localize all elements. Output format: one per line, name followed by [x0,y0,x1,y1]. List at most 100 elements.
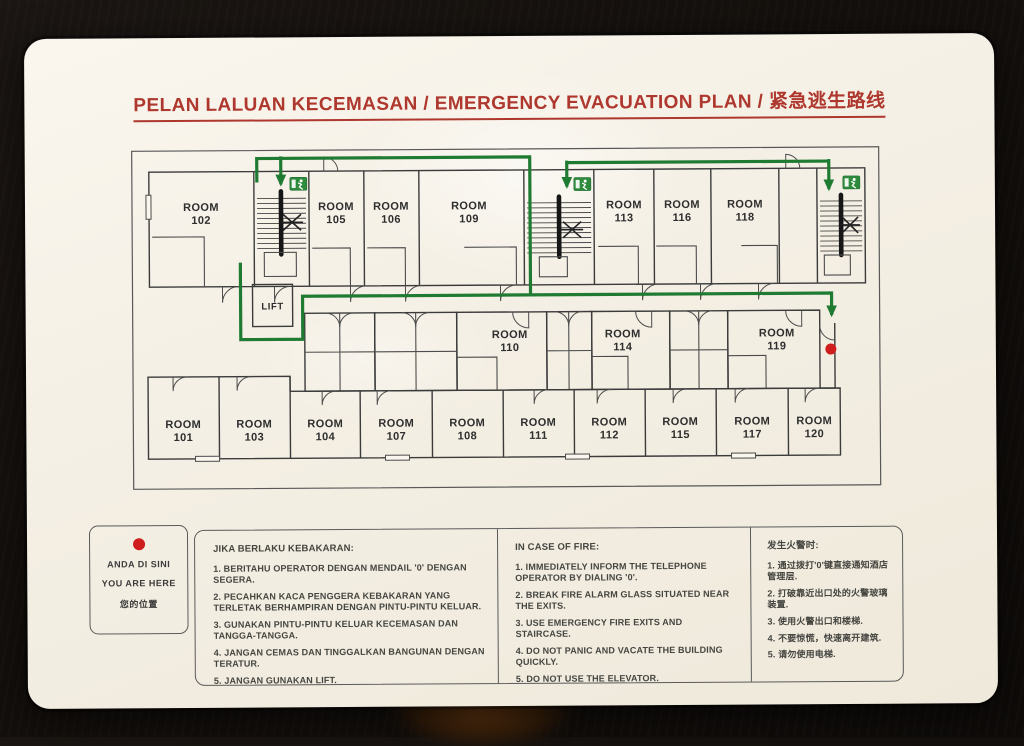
svg-text:ROOM: ROOM [492,329,528,341]
svg-text:ROOM: ROOM [520,417,556,429]
svg-text:107: 107 [387,431,407,443]
svg-text:114: 114 [613,341,633,353]
instruction-item: 3. USE EMERGENCY FIRE EXITS AND STAIRCAS… [516,616,738,640]
you-are-here-english: YOU ARE HERE [92,578,185,589]
instruction-item: 5. 请勿使用电梯. [768,649,892,661]
stairwell-2 [527,178,592,277]
svg-text:106: 106 [381,214,401,226]
svg-text:110: 110 [500,342,519,354]
evacuation-plan-sign: PELAN LALUAN KECEMASAN / EMERGENCY EVACU… [24,33,998,709]
svg-text:ROOM: ROOM [664,199,700,211]
svg-text:120: 120 [805,428,825,440]
instruction-item: 3. GUNAKAN PINTU-PINTU KELUAR KECEMASAN … [214,618,486,642]
instruction-item: 1. 通过拨打'0'键直接通知酒店管理层. [767,560,891,583]
svg-text:111: 111 [529,430,547,442]
svg-text:ROOM: ROOM [451,200,487,212]
instructions-chinese: 发生火警时: 1. 通过拨打'0'键直接通知酒店管理层. 2. 打破靠近出口处的… [767,540,892,667]
plan-title: PELAN LALUAN KECEMASAN / EMERGENCY EVACU… [24,85,994,123]
svg-text:ROOM: ROOM [759,327,795,339]
you-are-here-legend-dot [133,538,145,550]
you-are-here-chinese: 您的位置 [92,597,185,611]
instructions-malay: JIKA BERLAKU KEBAKARAN: 1. BERITAHU OPER… [213,542,486,692]
svg-text:ROOM: ROOM [236,418,272,430]
svg-text:ROOM: ROOM [183,202,219,214]
instructions-english-heading: IN CASE OF FIRE: [515,541,737,554]
middle-room-band [305,310,835,391]
instructions-panel: JIKA BERLAKU KEBAKARAN: 1. BERITAHU OPER… [194,526,904,686]
svg-text:ROOM: ROOM [796,415,832,427]
svg-text:ROOM: ROOM [727,198,763,210]
svg-text:ROOM: ROOM [378,418,414,430]
svg-text:119: 119 [767,340,786,352]
svg-text:104: 104 [316,431,336,443]
svg-text:117: 117 [743,428,762,440]
svg-text:112: 112 [600,429,619,441]
instructions-chinese-heading: 发生火警时: [767,540,891,553]
instruction-item: 5. DO NOT USE THE ELEVATOR. [516,672,738,685]
room-103: ROOM 103 [236,418,272,443]
svg-text:ROOM: ROOM [605,328,641,340]
svg-text:116: 116 [673,212,692,224]
svg-text:ROOM: ROOM [165,419,201,431]
svg-text:ROOM: ROOM [373,201,409,213]
panel-divider [750,528,752,682]
instruction-item: 4. 不要惊慌，快速离开建筑. [768,632,892,644]
svg-text:105: 105 [326,214,346,226]
panel-divider [497,529,499,683]
exit-sign-icon [574,178,591,191]
svg-text:115: 115 [671,429,690,441]
instruction-item: 4. DO NOT PANIC AND VACATE THE BUILDING … [516,644,738,668]
instruction-item: 4. JANGAN CEMAS DAN TINGGALKAN BANGUNAN … [214,646,486,670]
instruction-item: 2. 打破靠近出口处的火警玻璃装置. [767,588,891,611]
floor-plan: LIFT [124,133,896,518]
svg-text:103: 103 [245,432,265,444]
svg-text:ROOM: ROOM [318,201,354,213]
instruction-item: 2. PECAHKAN KACA PENGGERA KEBAKARAN YANG… [213,590,485,614]
you-are-here-malay: ANDA DI SINI [92,559,185,570]
svg-text:108: 108 [458,430,478,442]
svg-text:101: 101 [174,432,194,444]
svg-text:113: 113 [615,212,634,224]
instructions-malay-heading: JIKA BERLAKU KEBAKARAN: [213,542,485,556]
instruction-item: 1. IMMEDIATELY INFORM THE TELEPHONE OPER… [515,560,737,584]
svg-text:109: 109 [459,213,479,225]
svg-text:ROOM: ROOM [606,199,642,211]
instruction-item: 1. BERITAHU OPERATOR DENGAN MENDAIL '0' … [213,562,485,586]
instruction-item: 3. 使用火警出口和楼梯. [768,616,892,628]
instruction-item: 5. JANGAN GUNAKAN LIFT. [214,674,486,687]
plan-title-text: PELAN LALUAN KECEMASAN / EMERGENCY EVACU… [133,86,885,123]
instruction-item: 2. BREAK FIRE ALARM GLASS SITUATED NEAR … [515,588,737,612]
exit-sign-icon [843,176,860,189]
svg-text:102: 102 [191,215,211,227]
svg-text:ROOM: ROOM [734,415,770,427]
room-118: ROOM 118 [727,198,763,223]
top-room-band [146,154,866,303]
stairwell-1 [257,177,308,276]
svg-text:118: 118 [736,212,755,224]
exit-sign-icon [290,177,307,190]
svg-text:ROOM: ROOM [662,416,698,428]
svg-text:ROOM: ROOM [307,418,343,430]
lift-label: LIFT [261,301,284,312]
you-are-here-box: ANDA DI SINI YOU ARE HERE 您的位置 [89,525,189,635]
svg-text:ROOM: ROOM [449,417,485,429]
